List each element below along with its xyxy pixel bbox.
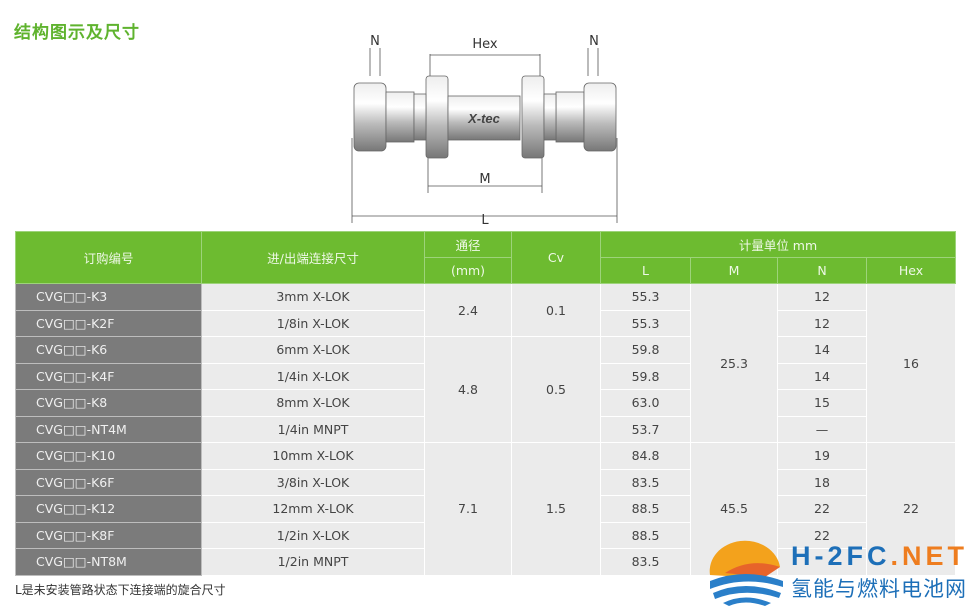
order-code: CVG□□-K6 bbox=[15, 336, 202, 364]
connection-size: 12mm X-LOK bbox=[201, 495, 425, 523]
order-code: CVG□□-NT4M bbox=[15, 415, 202, 443]
order-code: CVG□□-K3 bbox=[15, 283, 202, 311]
watermark-text-cn: 氢能与燃料电池网 bbox=[791, 577, 967, 601]
n-value: 14 bbox=[777, 336, 867, 364]
valve-diagram: X-tec N Hex N M L bbox=[351, 34, 618, 228]
hex-cell: 22 bbox=[866, 442, 956, 576]
order-code: CVG□□-K6F bbox=[15, 468, 202, 496]
connection-size: 1/2in X-LOK bbox=[201, 521, 425, 549]
l-value: 53.7 bbox=[600, 415, 691, 443]
n-value: 19 bbox=[777, 442, 867, 470]
bore-cell: 2.4 bbox=[424, 283, 512, 337]
dimension-table: 订购编号 进/出端连接尺寸 通径 Cv 计量单位 mm (mm) L M N H… bbox=[15, 231, 956, 576]
header-unit-group: 计量单位 mm bbox=[600, 231, 956, 258]
l-value: 59.8 bbox=[600, 362, 691, 390]
header-connection: 进/出端连接尺寸 bbox=[201, 231, 425, 284]
l-value: 55.3 bbox=[600, 309, 691, 337]
footnote: L是未安装管路状态下连接端的旋合尺寸 bbox=[15, 583, 226, 597]
order-code: CVG□□-K4F bbox=[15, 362, 202, 390]
label-hex: Hex bbox=[472, 37, 498, 52]
header-cv: Cv bbox=[511, 231, 601, 284]
n-value: 22 bbox=[777, 521, 867, 549]
bore-cell: 4.8 bbox=[424, 336, 512, 443]
header-l: L bbox=[600, 257, 691, 284]
n-value: 14 bbox=[777, 362, 867, 390]
l-value: 88.5 bbox=[600, 495, 691, 523]
order-code: CVG□□-K10 bbox=[15, 442, 202, 470]
wave-sun-icon bbox=[709, 540, 783, 606]
header-bore-unit: (mm) bbox=[424, 257, 512, 284]
cv-cell: 0.1 bbox=[511, 283, 601, 337]
connection-size: 6mm X-LOK bbox=[201, 336, 425, 364]
m-cell: 25.3 bbox=[690, 283, 778, 443]
connection-size: 3/8in X-LOK bbox=[201, 468, 425, 496]
l-value: 59.8 bbox=[600, 336, 691, 364]
header-m: M bbox=[690, 257, 778, 284]
n-value: 18 bbox=[777, 468, 867, 496]
header-n: N bbox=[777, 257, 867, 284]
header-order-no: 订购编号 bbox=[15, 231, 202, 284]
l-value: 84.8 bbox=[600, 442, 691, 470]
hex-cell: 16 bbox=[866, 283, 956, 443]
label-n-right: N bbox=[589, 34, 599, 49]
n-value: 12 bbox=[777, 283, 867, 311]
order-code: CVG□□-NT8M bbox=[15, 548, 202, 576]
connection-size: 3mm X-LOK bbox=[201, 283, 425, 311]
l-value: 63.0 bbox=[600, 389, 691, 417]
connection-size: 1/4in X-LOK bbox=[201, 362, 425, 390]
order-code: CVG□□-K8 bbox=[15, 389, 202, 417]
cv-cell: 0.5 bbox=[511, 336, 601, 443]
label-l: L bbox=[481, 213, 489, 228]
l-value: 83.5 bbox=[600, 548, 691, 576]
bore-cell: 7.1 bbox=[424, 442, 512, 576]
brand-mark: X-tec bbox=[467, 111, 501, 126]
order-code: CVG□□-K12 bbox=[15, 495, 202, 523]
watermark-text-en: H-2FC.NET bbox=[791, 541, 969, 571]
label-n-left: N bbox=[370, 34, 380, 49]
n-value: 22 bbox=[777, 495, 867, 523]
section-title: 结构图示及尺寸 bbox=[14, 23, 140, 43]
watermark-logo: H-2FC.NET 氢能与燃料电池网 bbox=[705, 537, 975, 607]
connection-size: 1/8in X-LOK bbox=[201, 309, 425, 337]
connection-size: 1/2in MNPT bbox=[201, 548, 425, 576]
connection-size: 10mm X-LOK bbox=[201, 442, 425, 470]
l-value: 55.3 bbox=[600, 283, 691, 311]
order-code: CVG□□-K2F bbox=[15, 309, 202, 337]
header-hex: Hex bbox=[866, 257, 956, 284]
label-m: M bbox=[479, 172, 490, 187]
n-value: — bbox=[777, 415, 867, 443]
n-value bbox=[777, 548, 867, 576]
connection-size: 1/4in MNPT bbox=[201, 415, 425, 443]
order-code: CVG□□-K8F bbox=[15, 521, 202, 549]
l-value: 88.5 bbox=[600, 521, 691, 549]
n-value: 12 bbox=[777, 309, 867, 337]
cv-cell: 1.5 bbox=[511, 442, 601, 576]
l-value: 83.5 bbox=[600, 468, 691, 496]
n-value: 15 bbox=[777, 389, 867, 417]
connection-size: 8mm X-LOK bbox=[201, 389, 425, 417]
header-bore: 通径 bbox=[424, 231, 512, 258]
